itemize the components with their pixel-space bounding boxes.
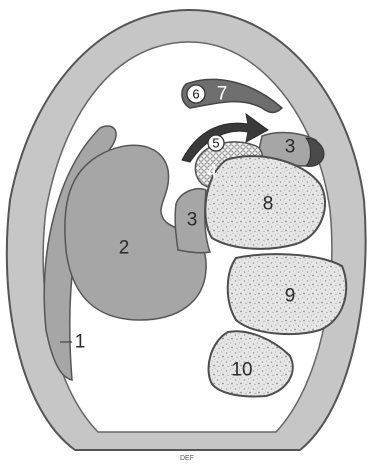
label-8: 8 [263,194,274,215]
label-5: 5 [212,136,219,151]
label-6: 6 [192,87,199,102]
label-7: 7 [217,84,228,105]
caption: DEF [180,455,194,462]
label-4: 4 [207,162,218,183]
label-3-left: 3 [187,210,198,231]
label-9: 9 [285,286,296,307]
label-10: 10 [231,360,252,381]
label-2: 2 [119,238,130,259]
label-1: 1 [75,332,86,353]
label-3-right: 3 [285,137,296,158]
